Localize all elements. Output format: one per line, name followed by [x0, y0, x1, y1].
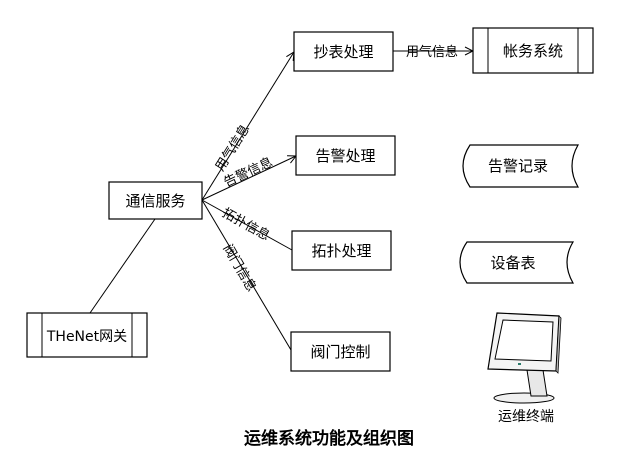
node-ops-terminal-label: 运维终端: [498, 409, 554, 425]
edge-comm-to-topology: [201, 199, 293, 251]
node-alarm-records[interactable]: 告警记录: [462, 144, 580, 188]
monitor-icon: [487, 312, 562, 404]
diagram-title: 运维系统功能及组织图: [244, 428, 414, 449]
node-meter-reading[interactable]: 抄表处理: [293, 31, 394, 72]
node-meter-reading-label: 抄表处理: [313, 43, 373, 61]
node-alarm-processing[interactable]: 告警处理: [295, 135, 396, 176]
node-alarm-records-label: 告警记录: [488, 157, 548, 175]
node-ops-terminal[interactable]: 运维终端: [487, 312, 562, 425]
node-gateway-label: THeNet网关: [46, 329, 127, 345]
edge-label-gas-info-billing: 用气信息: [406, 44, 458, 60]
node-billing-system-label: 帐务系统: [503, 42, 563, 60]
node-comm-service[interactable]: 通信服务: [108, 181, 203, 220]
node-gateway[interactable]: THeNet网关: [26, 312, 148, 358]
node-alarm-processing-label: 告警处理: [315, 147, 375, 165]
node-comm-service-label: 通信服务: [125, 192, 185, 210]
node-topology-processing[interactable]: 拓扑处理: [291, 230, 392, 271]
node-device-table-label: 设备表: [490, 254, 535, 272]
node-valve-control[interactable]: 阀门控制: [290, 331, 391, 372]
node-topology-processing-label: 拓扑处理: [311, 242, 371, 260]
node-device-table[interactable]: 设备表: [459, 241, 575, 284]
node-valve-control-label: 阀门控制: [310, 343, 370, 361]
edge-gateway-to-comm: [89, 218, 156, 314]
edge-comm-to-meter: [201, 52, 294, 201]
edge-comm-to-alarm: [201, 156, 296, 201]
edge-comm-to-valve: [201, 199, 292, 351]
edge-label-valve-info: 阀门信息: [220, 241, 260, 294]
node-billing-system[interactable]: 帐务系统: [472, 27, 594, 74]
edge-label-topology-info: 拓扑信息: [219, 205, 272, 244]
